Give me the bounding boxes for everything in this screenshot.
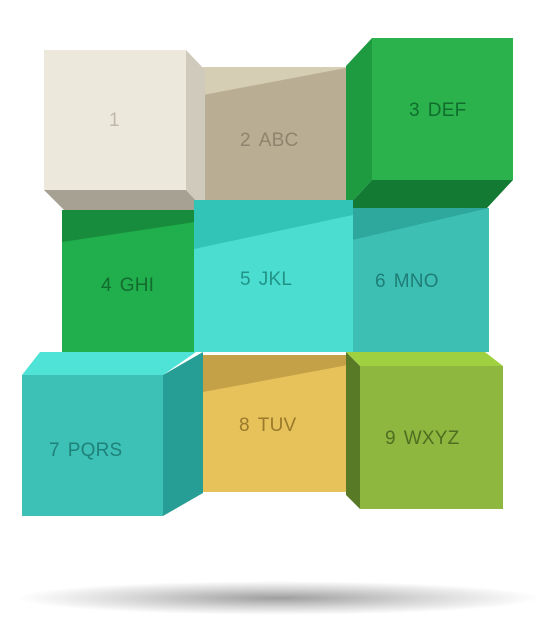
key-8-top-shade <box>203 355 348 392</box>
key-7-front-face <box>22 375 163 516</box>
key-5-top-shade <box>194 200 353 249</box>
key-7-cube[interactable] <box>22 352 203 516</box>
key-5-digit: 5 <box>240 269 251 290</box>
key-3-bottom-face <box>346 180 513 208</box>
key-2-label: 2 ABC <box>240 131 298 150</box>
key-7-digit: 7 <box>49 440 60 461</box>
key-4-top-shade <box>62 210 195 242</box>
key-3-cube[interactable] <box>346 38 513 208</box>
key-6-label: 6 MNO <box>375 272 439 291</box>
key-9-label: 9 WXYZ <box>385 429 459 448</box>
key-4-letters: GHI <box>119 275 155 296</box>
key-3-front-face <box>372 38 513 180</box>
key-5-letters: JKL <box>258 269 293 290</box>
key-1-label: 1 <box>109 111 128 130</box>
key-2-letters: ABC <box>258 130 299 151</box>
key-8-letters: TUV <box>257 415 297 436</box>
key-4-cube[interactable] <box>62 210 195 352</box>
key-9-side-face <box>346 352 360 509</box>
key-4-digit: 4 <box>101 275 112 296</box>
key-8-label: 8 TUV <box>239 416 296 435</box>
key-3-digit: 3 <box>409 100 420 121</box>
key-3-label: 3 DEF <box>409 101 466 120</box>
key-1-cube[interactable] <box>44 50 205 210</box>
key-7-top-face <box>22 352 196 375</box>
key-6-top-shade <box>352 208 489 240</box>
key-9-front-face <box>360 366 503 509</box>
key-1-digit: 1 <box>109 110 120 131</box>
key-3-side-face <box>346 38 372 208</box>
key-6-letters: MNO <box>393 271 439 292</box>
key-7-letters: PQRS <box>67 440 123 461</box>
key-9-digit: 9 <box>385 428 396 449</box>
key-1-side-face <box>186 50 205 210</box>
key-1-front-face <box>44 50 186 190</box>
key-8-cube[interactable] <box>203 355 348 492</box>
key-3-letters: DEF <box>427 100 467 121</box>
key-4-label: 4 GHI <box>101 276 154 295</box>
key-9-letters: WXYZ <box>403 428 460 449</box>
key-2-cube[interactable] <box>203 67 346 200</box>
key-5-cube[interactable] <box>194 200 353 352</box>
key-2-digit: 2 <box>240 130 251 151</box>
key-6-cube[interactable] <box>352 208 489 352</box>
key-9-top-face <box>346 352 503 366</box>
key-9-cube[interactable] <box>346 352 503 509</box>
key-7-side-face <box>163 352 203 516</box>
floor-shadow <box>16 581 540 615</box>
key-6-digit: 6 <box>375 271 386 292</box>
key-2-top-shade <box>203 67 346 95</box>
key-7-label: 7 PQRS <box>49 441 122 460</box>
key-1-bottom-face <box>44 190 205 210</box>
key-5-label: 5 JKL <box>240 270 292 289</box>
key-8-digit: 8 <box>239 415 250 436</box>
